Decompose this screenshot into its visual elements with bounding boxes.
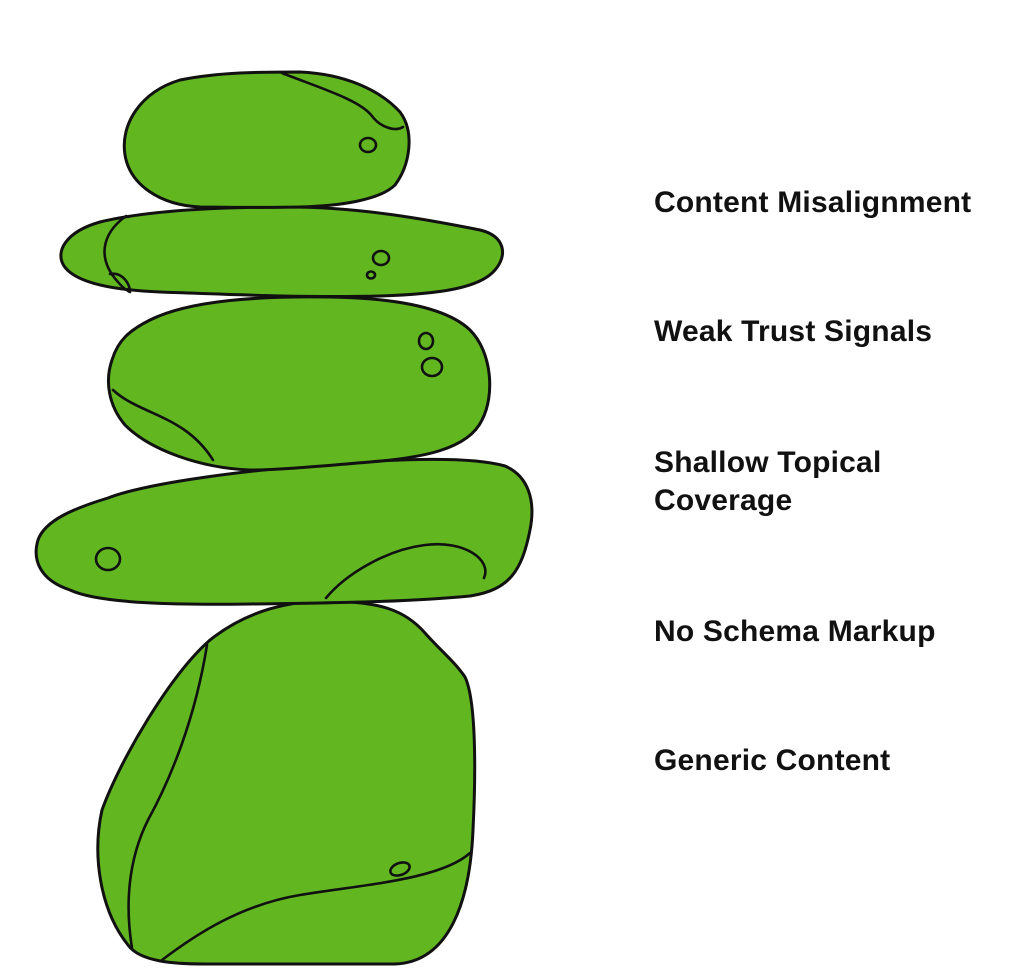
stone-bottom-pebble-dot <box>389 861 411 877</box>
label-line: Weak Trust Signals <box>654 315 933 348</box>
label-line: Coverage <box>654 484 793 517</box>
stone-upper-flat-crease-notch <box>108 272 132 292</box>
stone-upper-flat-crease-curve <box>103 214 132 294</box>
stone-middle <box>106 295 492 472</box>
label-weak-trust-signals: Weak Trust Signals <box>654 313 932 351</box>
label-no-schema-markup: No Schema Markup <box>654 613 936 651</box>
stone-top-body <box>122 70 411 209</box>
stone-top <box>122 70 411 209</box>
label-line: Shallow Topical <box>654 446 882 479</box>
stone-lower-middle-crease <box>324 542 487 600</box>
stone-upper-flat-pebble-dot-large <box>371 249 391 267</box>
label-shallow-topical-coverage: Shallow Topical Coverage <box>654 444 881 520</box>
stone-middle-pebble-dot-upper <box>417 331 435 351</box>
stone-lower-middle <box>34 457 534 606</box>
stone-top-crease <box>280 71 405 131</box>
stone-lower-middle-pebble-dot <box>94 546 122 572</box>
stone-middle-pebble-dot-lower <box>420 356 444 378</box>
label-line: No Schema Markup <box>654 615 936 648</box>
label-line: Content Misalignment <box>654 186 972 219</box>
stone-middle-crease <box>111 388 215 462</box>
stone-lower-middle-body <box>34 457 534 606</box>
label-content-misalignment: Content Misalignment <box>654 184 971 222</box>
stone-upper-flat-pebble-dot-small <box>365 270 377 280</box>
stone-upper-flat <box>59 205 504 299</box>
stone-middle-body <box>106 295 492 472</box>
label-line: Generic Content <box>654 744 891 777</box>
label-generic-content: Generic Content <box>654 742 890 780</box>
stone-bottom-body <box>96 599 477 966</box>
stone-bottom <box>96 599 477 966</box>
stone-bottom-crease-right <box>160 851 472 962</box>
stone-bottom-crease-left <box>127 643 209 950</box>
stone-top-pebble-dot <box>358 136 378 154</box>
